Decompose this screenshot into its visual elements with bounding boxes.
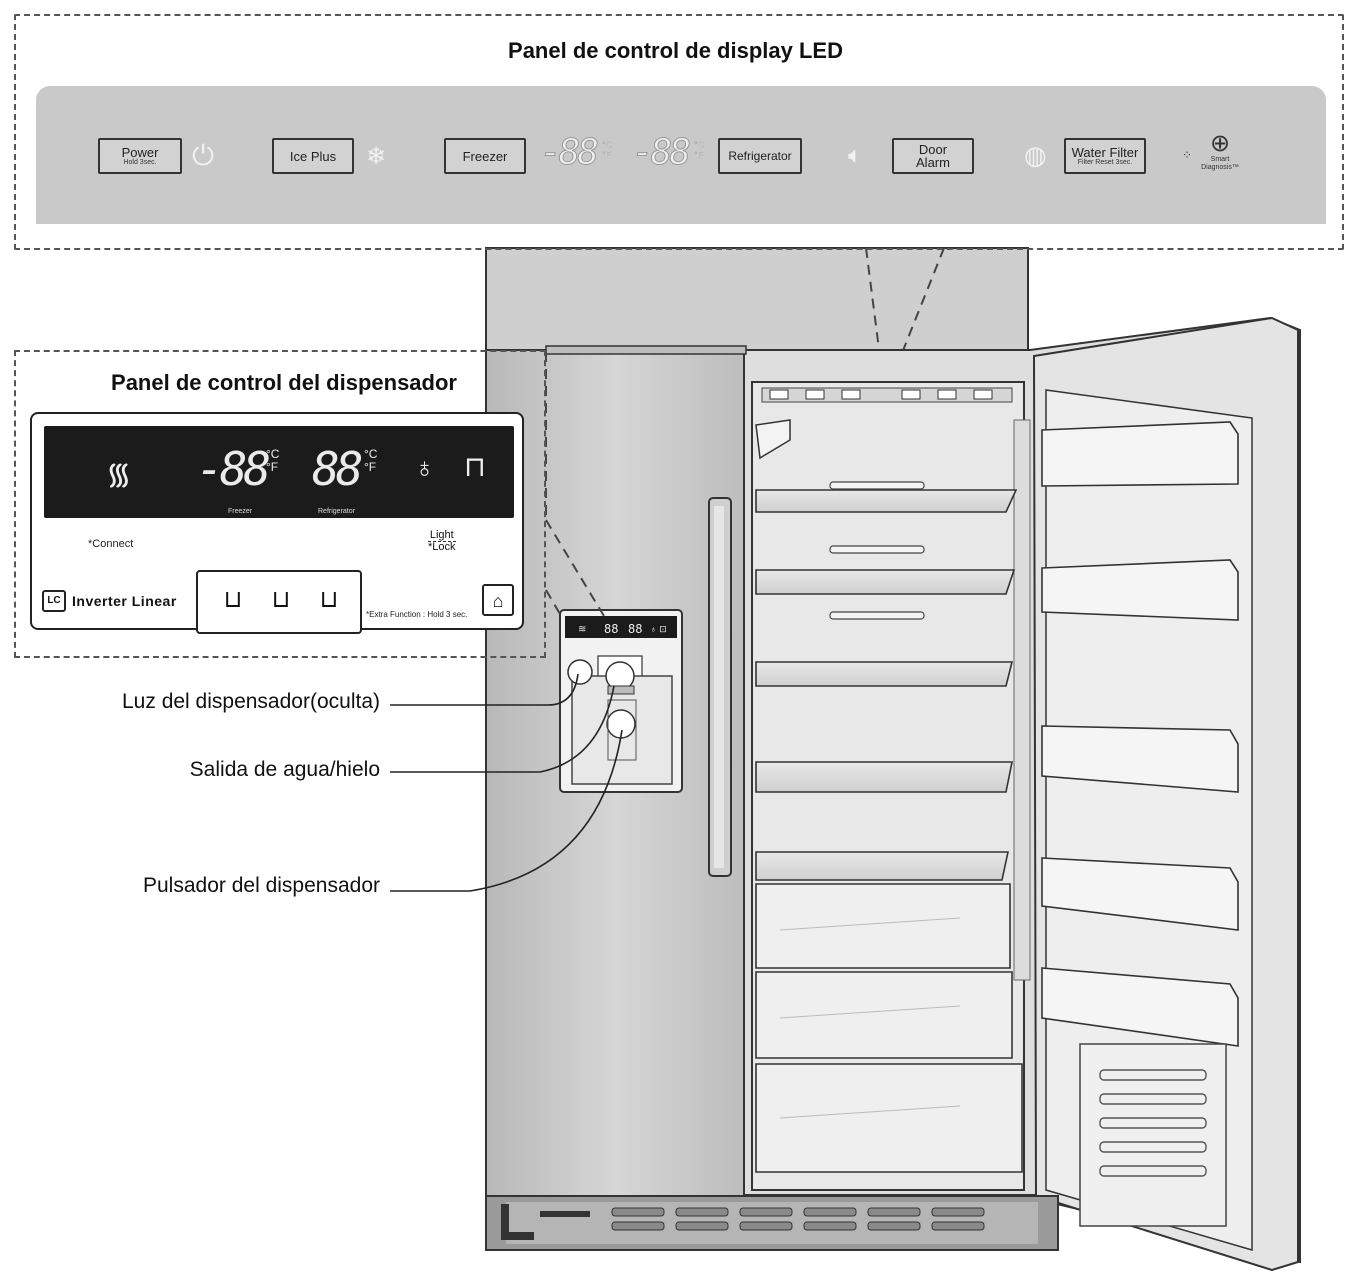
smart-diagnosis-line2: Diagnosis™ <box>1201 164 1239 171</box>
dispenser-mode-buttons: ⊔ ⊔ ⊔ <box>196 570 362 634</box>
svg-text:88: 88 <box>604 622 618 636</box>
freezer-unit-f: °F <box>602 150 612 160</box>
water-filter-button[interactable]: Water Filter Filter Reset 3sec. <box>1064 138 1146 174</box>
power-icon: ⏻ <box>192 140 215 171</box>
dispenser-freezer-unit-f: °F <box>266 460 279 474</box>
dispenser-freezer-units: °C °F <box>266 448 279 474</box>
led-panel-title: Panel de control de display LED <box>508 38 843 63</box>
door-alarm-label-line1: Door <box>918 142 948 157</box>
smart-diagnosis-icon: ⊕ <box>1209 130 1231 157</box>
dots-icon: ⁘ <box>1182 148 1193 162</box>
freezer-temp-display: -88 <box>539 132 599 174</box>
dispenser-control-panel: ᯾ -88 °C °F Freezer 88 °C °F Refrigerato… <box>30 412 524 634</box>
inverter-linear-badge: LC Inverter Linear <box>42 590 177 612</box>
extra-function-label: *Extra Function : Hold 3 sec. <box>366 610 468 619</box>
water-button[interactable]: ⊔ <box>264 578 298 622</box>
dispenser-refrigerator-unit-c: °C <box>364 447 378 461</box>
freezer-unit-c: °C <box>602 140 613 150</box>
door-alarm-button[interactable]: Door Alarm <box>892 138 974 174</box>
svg-text:≋: ≋ <box>578 624 586 635</box>
water-filter-button-label: Water Filter <box>1071 144 1139 160</box>
ice-plus-button-label: Ice Plus <box>289 148 337 164</box>
light-label: Light <box>428 529 456 542</box>
ice-plus-button[interactable]: Ice Plus <box>272 138 354 174</box>
dispenser-zoom-connector <box>545 352 605 617</box>
crushed-ice-button[interactable]: ⊔ <box>312 578 346 622</box>
dispenser-display: ᯾ -88 °C °F Freezer 88 °C °F Refrigerato… <box>44 426 514 518</box>
lock-icon: ⊓ <box>464 451 486 482</box>
freezer-button[interactable]: Freezer <box>444 138 526 174</box>
water-filter-button-sub: Filter Reset 3sec. <box>1077 158 1133 166</box>
refrigerator-door-open <box>1032 316 1299 1272</box>
cubed-ice-button[interactable]: ⊔ <box>216 578 250 622</box>
dispenser-refrigerator-units: °C °F <box>364 448 377 474</box>
refrigerator-button[interactable]: Refrigerator <box>718 138 802 174</box>
wifi-icon: ᯾ <box>106 458 132 491</box>
bottom-grille <box>485 1195 1059 1251</box>
freezer-temp-units: °C °F <box>602 140 612 160</box>
home-care-icon: ⌂ <box>492 591 504 611</box>
dispenser-panel-title: Panel de control del dispensador <box>111 370 457 395</box>
bulb-icon: ♁ <box>414 452 435 483</box>
power-button[interactable]: Power Hold 3sec. <box>98 138 182 174</box>
dispenser-freezer-display: -88 <box>196 442 271 496</box>
filter-icon: ◍ <box>1024 140 1047 170</box>
refrigerator-temp-units: °C °F <box>694 140 704 160</box>
refrigerator-button-label: Refrigerator <box>728 148 792 163</box>
dispenser-freezer-caption: Freezer <box>228 508 253 515</box>
svg-text:♁ ⊡: ♁ ⊡ <box>650 624 667 634</box>
callout-leaders <box>390 673 623 892</box>
water-cup-icon: ⊔ <box>271 586 291 613</box>
connect-label: *Connect <box>88 538 134 550</box>
freezer-button-label: Freezer <box>462 148 508 164</box>
cubed-ice-icon: ⊔ <box>223 586 243 613</box>
lock-label: *Lock <box>428 541 456 553</box>
svg-text:88: 88 <box>628 622 642 636</box>
smart-diagnosis-line1: Smart <box>1210 156 1230 163</box>
inverter-label: Inverter Linear <box>72 593 177 609</box>
led-zoom-connector <box>485 247 1029 389</box>
power-button-sub: Hold 3sec. <box>123 158 157 166</box>
label-dispenser-pusher: Pulsador del dispensador <box>143 874 380 897</box>
refrigerator-interior <box>751 381 1031 1191</box>
dispenser-housing: ≋ 88 88 ♁ ⊡ <box>559 609 683 793</box>
label-dispenser-light: Luz del dispensador(oculta) <box>122 690 380 713</box>
dispenser-refrigerator-caption: Refrigerator <box>318 508 355 515</box>
led-panel-callout <box>14 14 1344 250</box>
dispenser-freezer-unit-c: °C <box>266 447 280 461</box>
led-control-panel: Power Hold 3sec. ⏻ Ice Plus ❄ Freezer -8… <box>36 86 1326 224</box>
inverter-logo-icon: LC <box>42 590 66 612</box>
refrigerator-unit-c: °C <box>694 140 705 150</box>
snowflake-icon: ❄ <box>366 143 387 170</box>
refrigerator-temp-display: -88 <box>631 132 691 174</box>
label-water-ice-outlet: Salida de agua/hielo <box>189 758 380 781</box>
light-lock-label: Light *Lock <box>428 530 456 553</box>
refrigerator-unit-f: °F <box>694 150 704 160</box>
dispenser-refrigerator-unit-f: °F <box>364 460 377 474</box>
speaker-icon: 🔈︎ <box>848 142 863 169</box>
crushed-ice-icon: ⊔ <box>319 586 339 613</box>
door-alarm-label-line2: Alarm <box>916 155 950 170</box>
power-button-label: Power <box>121 144 159 160</box>
dispenser-panel-callout <box>14 350 546 658</box>
dispenser-refrigerator-display: 88 <box>312 442 363 496</box>
smart-diagnosis[interactable]: ⊕ Smart Diagnosis™ <box>1198 132 1242 172</box>
smart-care-button[interactable]: ⌂ <box>482 584 514 616</box>
